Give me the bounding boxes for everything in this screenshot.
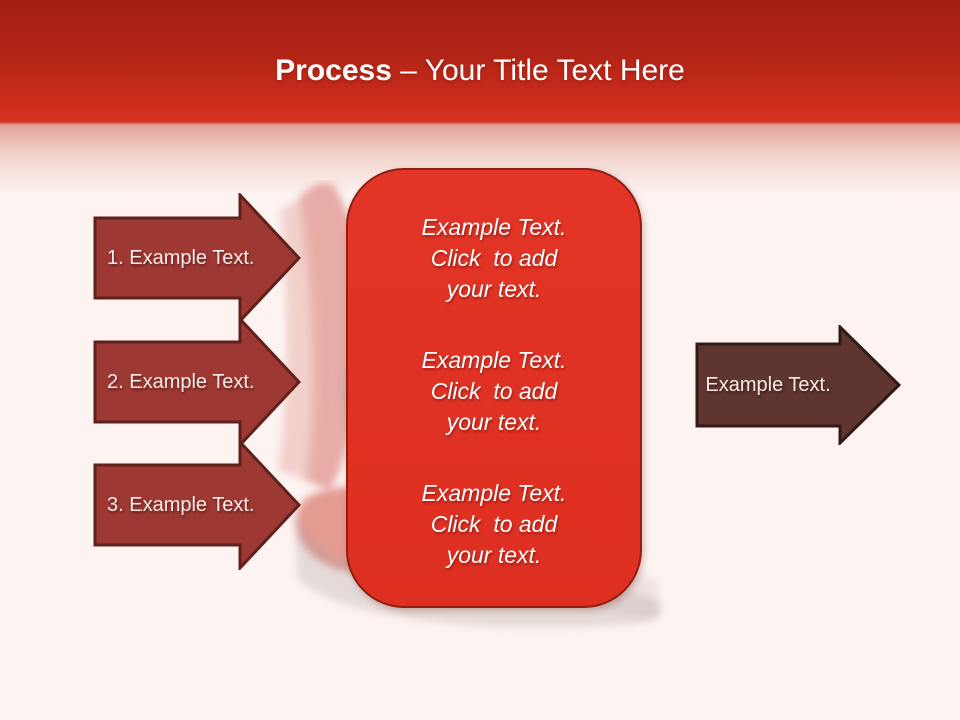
process-arrow-2[interactable]: 2. Example Text.	[93, 317, 301, 447]
slide-title[interactable]: Process – Your Title Text Here	[0, 54, 960, 88]
center-text-box[interactable]: Example Text. Click to add your text. Ex…	[346, 168, 642, 608]
process-arrow-1[interactable]: 1. Example Text.	[93, 193, 301, 323]
center-text-block-2: Example Text. Click to add your text.	[421, 347, 567, 435]
process-arrow-2-label: 2. Example Text.	[107, 370, 255, 393]
arrow-right-shape	[93, 193, 301, 323]
slide-title-rest: – Your Title Text Here	[391, 54, 685, 87]
center-text-block-1: Example Text. Click to add your text.	[421, 214, 567, 302]
title-banner	[0, 0, 960, 196]
slide-title-emphasis: Process	[275, 54, 392, 87]
center-text-block-3: Example Text. Click to add your text.	[421, 480, 567, 568]
arrow-right-shape	[695, 325, 901, 445]
process-arrow-3-label: 3. Example Text.	[107, 493, 255, 516]
process-arrow-1-label: 1. Example Text.	[107, 246, 255, 269]
result-arrow-label: Example Text.	[705, 373, 831, 396]
process-arrow-3[interactable]: 3. Example Text.	[93, 440, 301, 570]
result-arrow[interactable]: Example Text.	[695, 325, 901, 445]
arrow-right-shape	[93, 440, 301, 570]
arrow-right-shape	[93, 317, 301, 447]
